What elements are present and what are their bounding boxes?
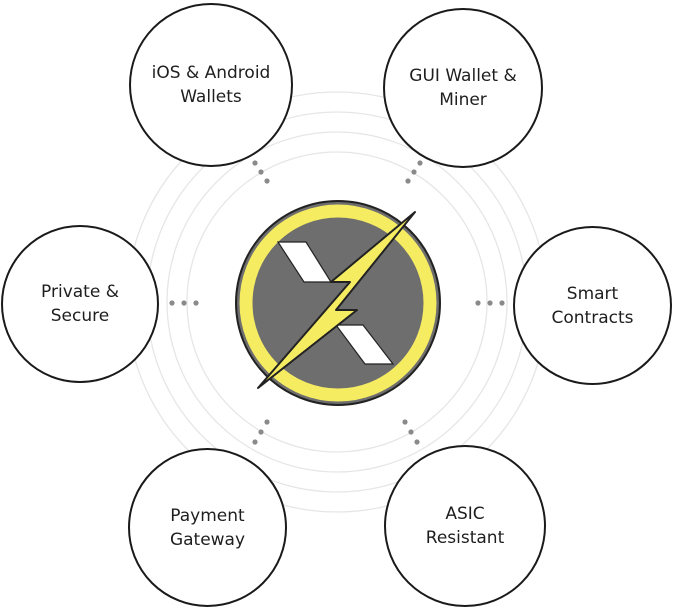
ring xyxy=(186,151,488,453)
node-label: ASIC Resistant xyxy=(425,504,505,548)
node-label: Private & Secure xyxy=(41,282,119,326)
connector-dots xyxy=(169,160,505,445)
connector-private xyxy=(169,300,199,306)
connector-asic xyxy=(402,419,420,445)
node-label: GUI Wallet & Miner xyxy=(409,66,517,110)
node-label: iOS & Android Wallets xyxy=(151,63,271,107)
logo-x-bottom xyxy=(334,324,395,365)
feature-node-smart-contracts: Smart Contracts xyxy=(513,226,672,385)
ring xyxy=(166,131,508,473)
connector-gui xyxy=(405,160,423,184)
node-label: Smart Contracts xyxy=(551,283,634,328)
feature-node-ios-android-wallets: iOS & Android Wallets xyxy=(129,3,293,167)
connector-payment xyxy=(252,419,270,445)
connector-ios xyxy=(252,160,270,184)
feature-node-gui-wallet-miner: GUI Wallet & Miner xyxy=(383,8,543,168)
feature-node-private-secure: Private & Secure xyxy=(1,225,159,383)
logo-bolt xyxy=(257,211,416,389)
node-label: Payment Gateway xyxy=(169,505,246,550)
connector-smart xyxy=(475,300,505,306)
feature-node-payment-gateway: Payment Gateway xyxy=(128,448,287,607)
feature-node-asic-resistant: ASIC Resistant xyxy=(384,445,546,607)
electroneum-logo-icon xyxy=(235,200,441,406)
logo-ring xyxy=(239,204,437,402)
